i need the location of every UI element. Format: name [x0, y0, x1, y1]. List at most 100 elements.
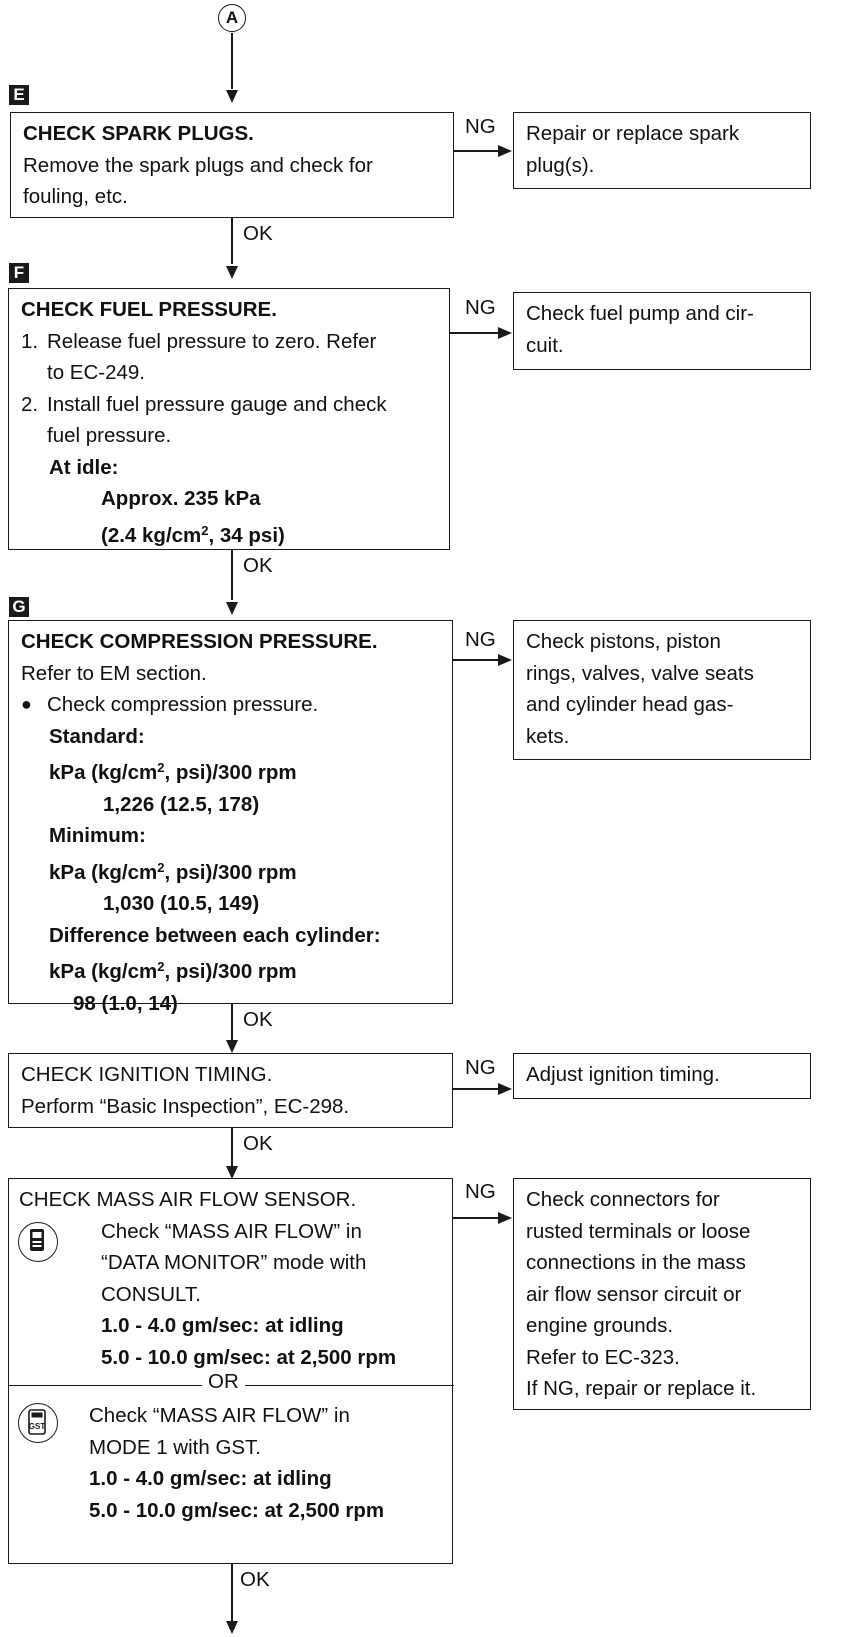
arrow-down [226, 1166, 238, 1179]
ng-connector [453, 1217, 500, 1219]
gst-icon: GST [18, 1403, 58, 1443]
ng-action-text: plug(s). [526, 153, 595, 177]
step-text: Check “MASS AIR FLOW” in [89, 1404, 350, 1427]
arrow-right [498, 1083, 512, 1095]
spec-value: Approx. 235 kPa [101, 487, 261, 510]
arrow-right [498, 145, 512, 157]
ng-label: NG [465, 1180, 496, 1203]
or-label: OR [202, 1370, 245, 1394]
ng-action-text: kets. [526, 724, 570, 748]
spec-value: 98 (1.0, 14) [73, 991, 178, 1015]
ng-action-text: Check connectors for [526, 1188, 720, 1211]
ng-action-text: Refer to EC-323. [526, 1345, 680, 1369]
spec-value: 1.0 - 4.0 gm/sec: at idling [101, 1314, 344, 1337]
arrow-down [226, 1621, 238, 1634]
ng-action-text: Adjust ignition timing. [526, 1063, 720, 1086]
arrow-right [498, 327, 512, 339]
arrow-down [226, 1040, 238, 1053]
gst-section: Check “MASS AIR FLOW” in MODE 1 with GST… [18, 1400, 448, 1526]
check-mass-air-flow-box: CHECK MASS AIR FLOW SENSOR. Check “MASS … [8, 1178, 453, 1564]
spec-value: 1,030 (10.5, 149) [103, 892, 260, 915]
flow-line [231, 1128, 233, 1170]
ng-action-text: rings, valves, valve seats [526, 661, 754, 685]
ng-action-text: Check pistons, piston [526, 630, 721, 653]
flow-line [231, 33, 233, 89]
ng-connector [453, 1088, 500, 1090]
check-ignition-timing-box: CHECK IGNITION TIMING. Perform “Basic In… [8, 1053, 453, 1128]
ng-action-text: engine grounds. [526, 1314, 674, 1337]
step-title: CHECK SPARK PLUGS. [23, 122, 254, 145]
spec-heading: Difference between each cylinder: [49, 923, 381, 947]
ok-label: OK [240, 1568, 270, 1591]
spec-unit: kPa (kg/cm2, psi)/300 rpm [49, 760, 297, 784]
spec-unit: kPa (kg/cm2, psi)/300 rpm [49, 859, 297, 884]
ng-action-box: Check fuel pump and cir- cuit. [513, 292, 811, 370]
step-title: CHECK IGNITION TIMING. [21, 1063, 273, 1086]
step-title: CHECK MASS AIR FLOW SENSOR. [19, 1188, 357, 1211]
step-text: Check “MASS AIR FLOW” in [101, 1219, 362, 1243]
spec-value: (2.4 kg/cm2, 34 psi) [101, 522, 285, 547]
step-mark-e: E [9, 85, 29, 105]
spec-unit: kPa (kg/cm2, psi)/300 rpm [49, 959, 297, 983]
spec-value: 1,226 (12.5, 178) [103, 792, 260, 816]
spec-heading: Standard: [49, 724, 145, 748]
flow-line [231, 218, 233, 264]
step-text: Perform “Basic Inspection”, EC-298. [21, 1094, 350, 1118]
bullet-item: ●Check compression pressure. [21, 693, 319, 716]
ng-action-text: connections in the mass [526, 1251, 746, 1274]
step-mark-g: G [9, 597, 29, 617]
spec-value: 5.0 - 10.0 gm/sec: at 2,500 rpm [101, 1345, 397, 1369]
spec-heading: Minimum: [49, 824, 146, 847]
ng-action-text: rusted terminals or loose [526, 1219, 751, 1243]
ng-label: NG [465, 296, 496, 319]
step-text: MODE 1 with GST. [89, 1435, 262, 1459]
ng-connector [454, 150, 500, 152]
step-title: CHECK COMPRESSION PRESSURE. [21, 630, 378, 653]
ng-action-text: air flow sensor circuit or [526, 1282, 742, 1306]
spec-value: 1.0 - 4.0 gm/sec: at idling [89, 1467, 332, 1490]
ng-label: NG [465, 115, 496, 138]
check-spark-plugs-box: CHECK SPARK PLUGS. Remove the spark plug… [10, 112, 454, 218]
ng-connector [453, 659, 500, 661]
ng-action-box: Adjust ignition timing. [513, 1053, 811, 1099]
arrow-right [498, 1212, 512, 1224]
ng-action-text: Repair or replace spark [526, 122, 740, 145]
spec-heading: At idle: [49, 455, 119, 479]
flow-line [231, 1564, 233, 1622]
ng-action-box: Check connectors for rusted terminals or… [513, 1178, 811, 1410]
numbered-item: 2. Install fuel pressure gauge and check… [21, 392, 387, 448]
step-text: CONSULT. [101, 1282, 201, 1306]
check-compression-pressure-box: CHECK COMPRESSION PRESSURE. Refer to EM … [8, 620, 453, 1015]
check-fuel-pressure-box: CHECK FUEL PRESSURE. 1. Release fuel pre… [8, 288, 450, 550]
step-title: CHECK FUEL PRESSURE. [21, 298, 277, 321]
ng-action-text: cuit. [526, 333, 564, 357]
ng-action-text: Check fuel pump and cir- [526, 302, 754, 325]
arrow-down [226, 602, 238, 615]
ng-action-box: Repair or replace spark plug(s). [513, 112, 811, 189]
flow-line [231, 1004, 233, 1040]
ok-label: OK [243, 222, 273, 245]
ng-action-text: If NG, repair or replace it. [526, 1377, 757, 1400]
gst-icon-text: GST [29, 1422, 46, 1431]
arrow-right [498, 654, 512, 666]
step-mark-f: F [9, 263, 29, 283]
ok-label: OK [243, 1132, 273, 1155]
arrow-down [226, 266, 238, 279]
step-text: Refer to EM section. [21, 661, 207, 685]
ng-action-box: Check pistons, piston rings, valves, val… [513, 620, 811, 760]
spec-value: 5.0 - 10.0 gm/sec: at 2,500 rpm [89, 1498, 385, 1522]
arrow-down [226, 90, 238, 103]
connector-a: A [218, 4, 246, 32]
consult-icon [18, 1222, 58, 1262]
ng-label: NG [465, 1056, 496, 1079]
ng-label: NG [465, 628, 496, 651]
step-text: Remove the spark plugs and check for [23, 153, 373, 177]
step-text: fouling, etc. [23, 185, 128, 208]
ng-connector [450, 332, 500, 334]
step-text: “DATA MONITOR” mode with [101, 1251, 367, 1274]
ok-label: OK [243, 554, 273, 577]
flow-line [231, 550, 233, 600]
ng-action-text: and cylinder head gas- [526, 693, 734, 716]
connector-a-label: A [225, 8, 239, 27]
